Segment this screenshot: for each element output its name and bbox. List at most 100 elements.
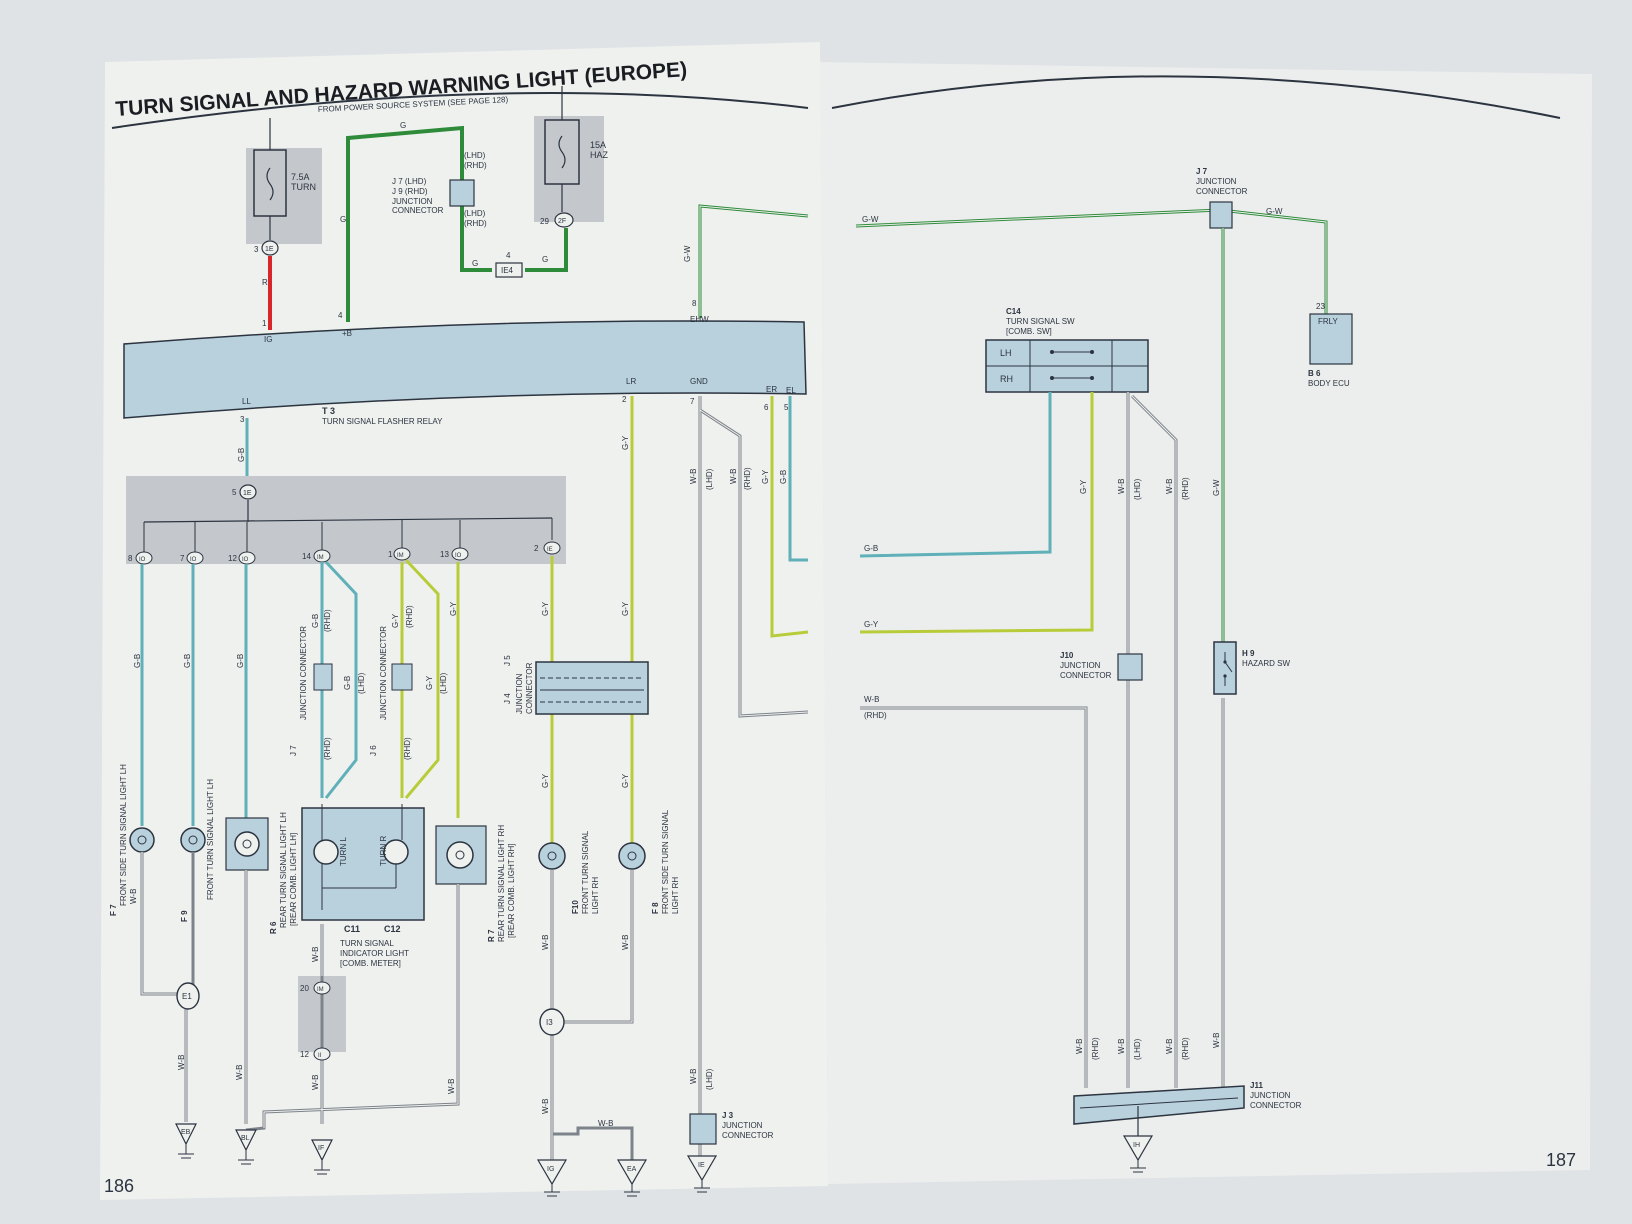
f7-lamp <box>129 827 155 853</box>
wl-gb-j7a: G-B <box>311 614 320 628</box>
junction-j10 <box>1117 653 1143 681</box>
r7-sub: [REAR COMB. LIGHT RH] <box>507 843 516 938</box>
relay-terminal-lr: LR <box>626 377 636 386</box>
connector-ie4 <box>495 262 523 278</box>
relay-pin-2: 2 <box>622 395 627 404</box>
relay-terminal-gnd: GND <box>690 377 708 386</box>
ground-ea-label: EA <box>627 1166 637 1173</box>
wl-wb-f8: W-B <box>621 935 630 950</box>
b6-name: BODY ECU <box>1308 379 1350 388</box>
wl-lhd-b2: (LHD) <box>1133 1038 1142 1060</box>
j3-name: JUNCTION <box>722 1121 763 1130</box>
ground-eb: EB <box>175 1123 197 1159</box>
page-number-right: 187 <box>1546 1150 1576 1170</box>
f10-name: FRONT TURN SIGNAL <box>581 830 590 914</box>
wire-gb-c14 <box>859 392 1052 558</box>
f10-name2: LIGHT RH <box>591 877 600 914</box>
wl-gb-2: G-B <box>183 654 192 668</box>
conn-0-code: IO <box>139 557 146 563</box>
b6-code: B 6 <box>1308 369 1321 378</box>
j7j9-line1: J 7 (LHD) <box>392 177 427 186</box>
junction-j7-j9 <box>449 179 475 207</box>
j7j9-line2: J 9 (RHD) <box>392 187 428 196</box>
wl-wb-bl: W-B <box>235 1065 244 1080</box>
conn-3-pin: 14 <box>302 552 311 561</box>
c14-code: C14 <box>1006 307 1021 316</box>
wl-gy-2ie-b: G-Y <box>541 773 550 788</box>
midconn-ii-pin: 12 <box>300 1050 309 1059</box>
relay-pin-5: 5 <box>784 403 789 412</box>
j7j9-rhd: (RHD) <box>464 161 487 170</box>
f8-name2: LIGHT RH <box>671 877 680 914</box>
ground-ig: IG <box>536 1159 568 1197</box>
j7-name: JUNCTION CONNECTOR <box>299 626 308 720</box>
fuse-haz-rating: 15A <box>590 140 606 150</box>
wl-gw-top: G-W <box>862 215 879 224</box>
combination-meter-indicator <box>301 807 425 921</box>
conn-2-code: IO <box>242 557 249 563</box>
wl-gy-r7: G-Y <box>449 601 458 616</box>
j7r-name: JUNCTION <box>1196 177 1237 186</box>
midconn-ii-code: II <box>318 1053 322 1059</box>
wl-gb-3: G-B <box>236 654 245 668</box>
j7j9-lhd-b: (LHD) <box>464 209 486 218</box>
splice-e1 <box>176 982 200 1010</box>
r7-code: R 7 <box>487 929 496 942</box>
wl-gy-2ie-a: G-Y <box>541 601 550 616</box>
wire-label-gw-ehw: G-W <box>683 245 692 262</box>
wire-gy-er <box>770 396 809 638</box>
c11-sub: [COMB. METER] <box>340 959 401 968</box>
wl-gb-j7b: G-B <box>343 676 352 690</box>
wl-gb-1: G-B <box>133 654 142 668</box>
wire-label-gb-ll: G-B <box>237 448 246 462</box>
wire-gb-j7-rhd <box>324 560 358 799</box>
wl-wb-b4: W-B <box>1212 1033 1221 1048</box>
wl-wb-b2: W-B <box>1117 1039 1126 1054</box>
wl-wb-f10: W-B <box>541 935 550 950</box>
f9-name: FRONT TURN SIGNAL LIGHT LH <box>206 779 215 900</box>
fuse-turn-pin: 3 <box>254 245 259 254</box>
j6-name: JUNCTION CONNECTOR <box>379 626 388 720</box>
c12-code: C12 <box>384 924 401 934</box>
ie4-label: IE4 <box>501 266 514 275</box>
c11-code: C11 <box>344 924 360 934</box>
wl-rhd-j6: (RHD) <box>405 605 414 628</box>
c14-sub: [COMB. SW] <box>1006 327 1052 336</box>
ground-ig-label: IG <box>547 1166 554 1173</box>
b6-pin: 23 <box>1316 302 1325 311</box>
f8-name: FRONT SIDE TURN SIGNAL <box>661 809 670 914</box>
wl-wb-if: W-B <box>311 1075 320 1090</box>
wl-wb-r7: W-B <box>447 1079 456 1094</box>
turn-signal-flasher-relay <box>123 320 807 419</box>
wl-gy-er: G-Y <box>761 469 770 484</box>
hazard-switch[interactable] <box>1213 641 1237 695</box>
conn-5-code: IO <box>455 553 462 559</box>
junction-j7-right <box>1209 201 1233 229</box>
relay-pin-3: 3 <box>240 415 245 424</box>
relay-pin-6: 6 <box>764 403 769 412</box>
f8-lamp <box>618 842 646 870</box>
splice-i3 <box>539 1008 565 1036</box>
j11-code: J11 <box>1250 1081 1263 1090</box>
j4-code: J 4 <box>503 693 512 704</box>
j3-code: J 3 <box>722 1111 734 1120</box>
wl-gy-lr-a: G-Y <box>621 435 630 450</box>
r6-name: REAR TURN SIGNAL LIGHT LH <box>279 812 288 928</box>
wl-wb-b3: W-B <box>1165 1039 1174 1054</box>
ground-if-label: IF <box>318 1145 324 1152</box>
wl-gw-top-right: G-W <box>1266 207 1283 216</box>
fuse-haz: 15A HAZ 29 2F <box>540 86 609 228</box>
wl-gy-j6a: G-Y <box>391 613 400 628</box>
j10-name2: CONNECTOR <box>1060 671 1112 680</box>
wl-gy-c14-v: G-Y <box>1079 479 1088 494</box>
c14-rh: RH <box>1000 374 1013 384</box>
wl-wb-ea: W-B <box>598 1119 613 1128</box>
fuse-haz-pin: 29 <box>540 217 549 226</box>
wire-label-g-top: G <box>400 121 406 130</box>
relay-terminal-ig: IG <box>264 335 272 344</box>
wl-rhd-j7: (RHD) <box>323 609 332 632</box>
wl-gy-j6b: G-Y <box>425 675 434 690</box>
j4j5-name2: CONNECTOR <box>525 662 534 714</box>
wl-wb-e1: W-B <box>177 1055 186 1070</box>
